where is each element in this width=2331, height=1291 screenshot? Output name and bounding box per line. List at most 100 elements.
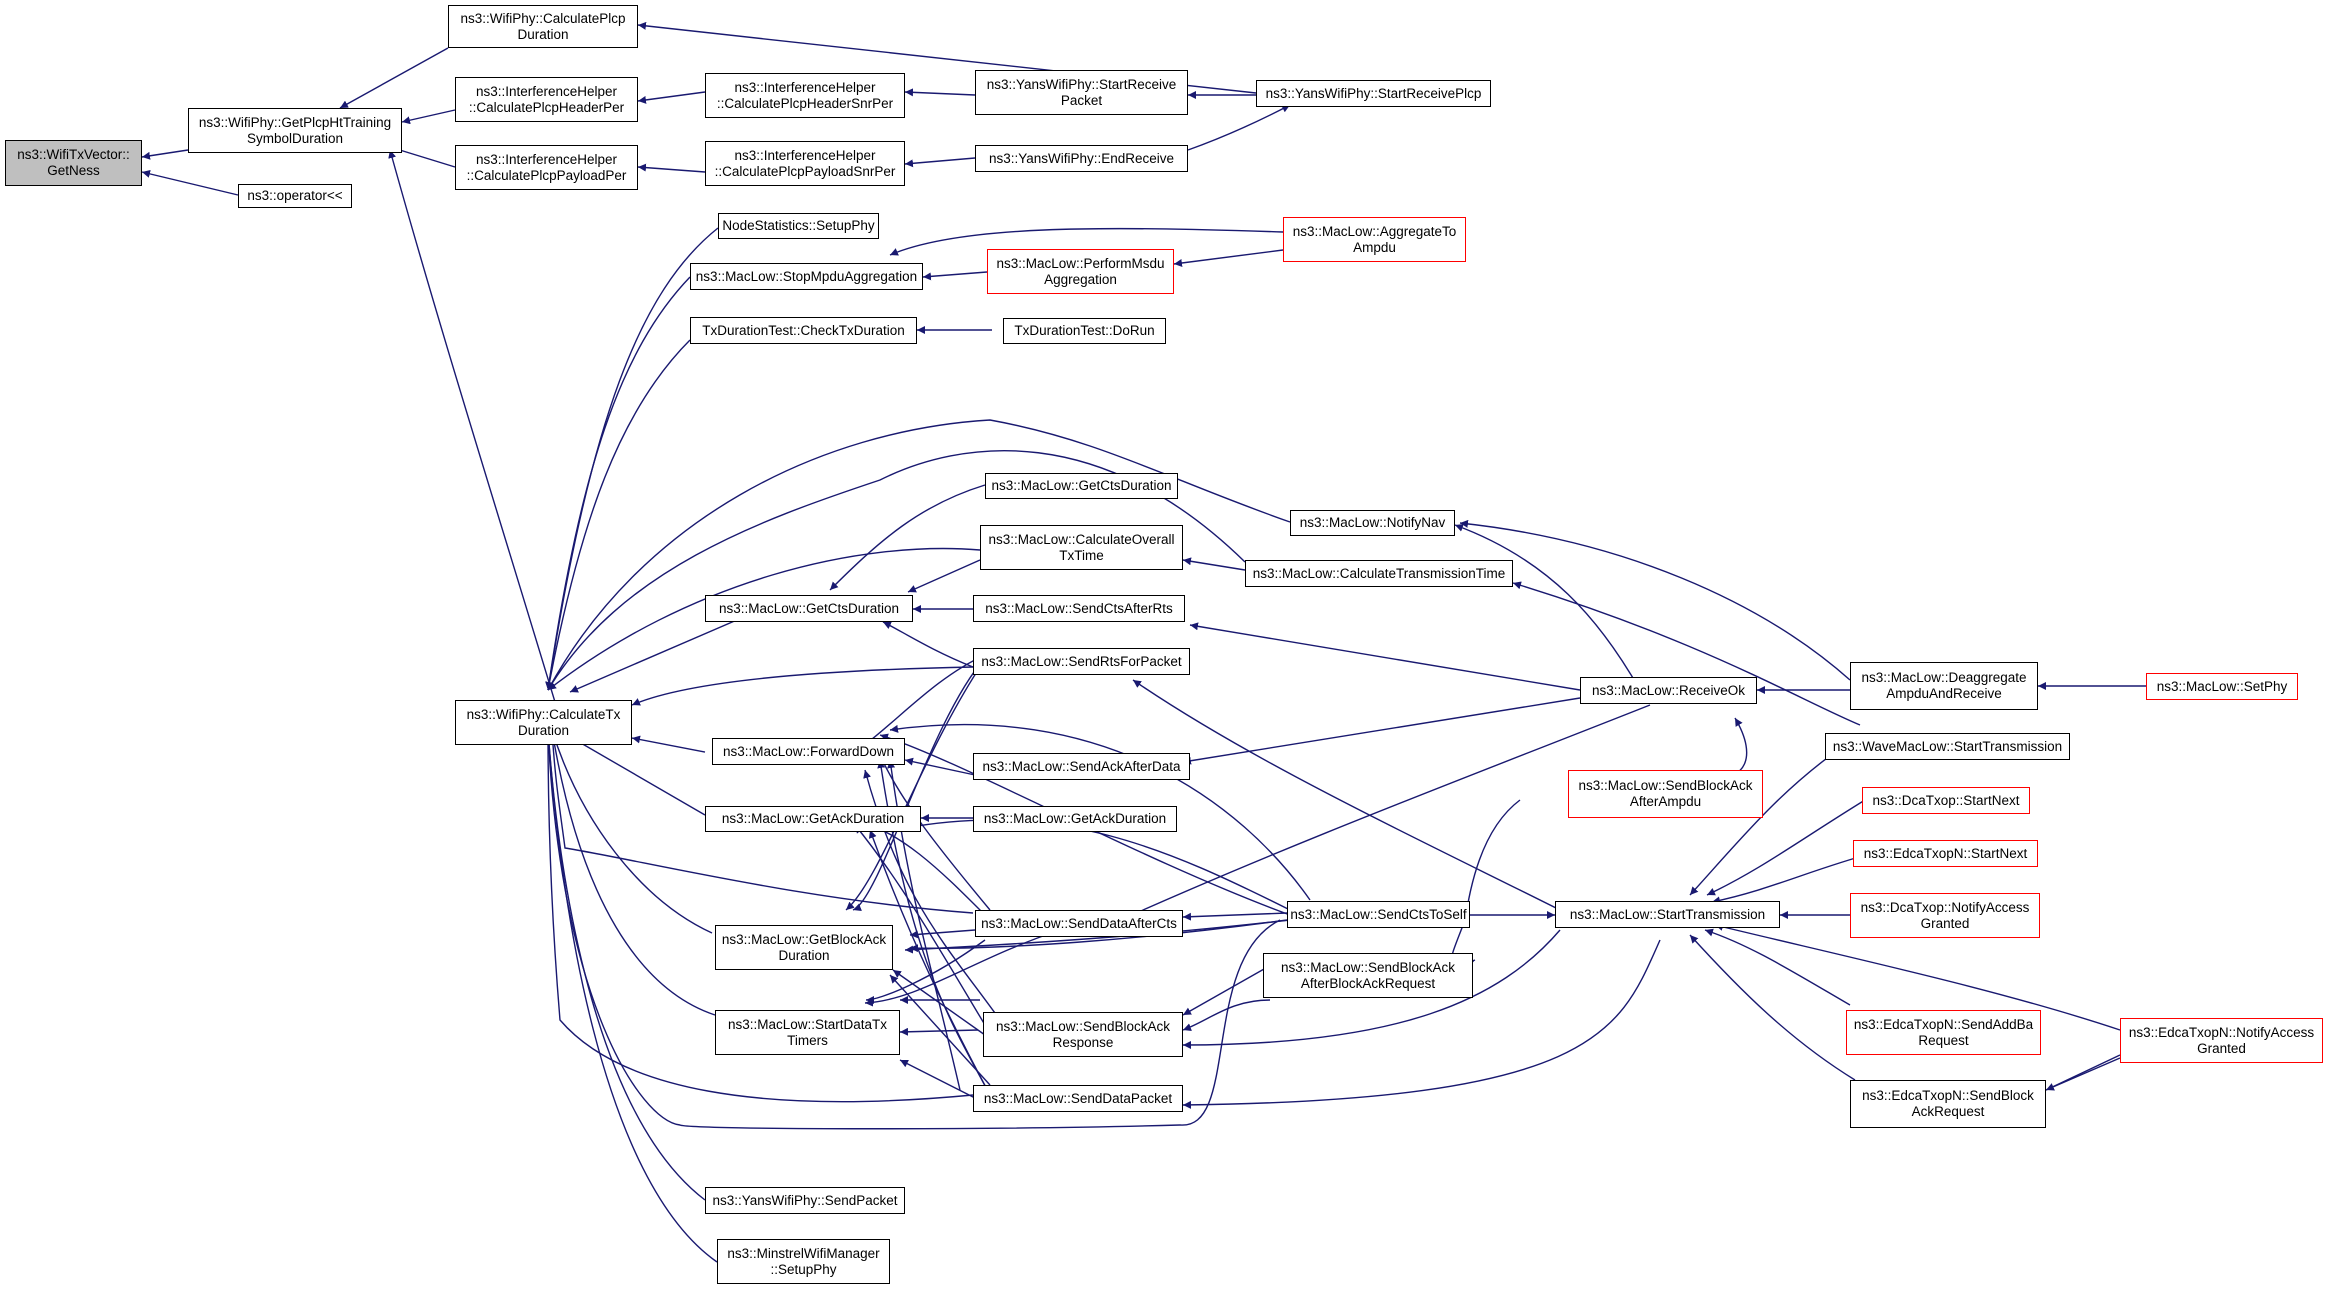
node-label-line: ns3::DcaTxop::NotifyAccess	[1860, 899, 2030, 915]
node-label-line: ns3::InterferenceHelper	[734, 147, 876, 163]
node-label-line: ns3::MacLow::SendDataPacket	[983, 1090, 1173, 1106]
node-setphy[interactable]: ns3::MacLow::SetPhy	[2146, 673, 2298, 700]
edge	[1182, 912, 1288, 921]
node-getcts-b[interactable]: ns3::MacLow::GetCtsDuration	[705, 595, 913, 622]
edge	[1173, 249, 1284, 267]
node-label-line: SymbolDuration	[246, 130, 344, 146]
edge	[889, 974, 991, 1086]
node-wavestart[interactable]: ns3::WaveMacLow::StartTransmission	[1825, 733, 2070, 760]
node-ih-payload[interactable]: ns3::InterferenceHelper::CalculatePlcpPa…	[455, 145, 638, 190]
edge	[1689, 934, 1856, 1081]
node-label-line: Ampdu	[1353, 239, 1396, 255]
edge	[1182, 697, 1581, 765]
edge	[854, 824, 986, 1026]
node-sendctsafterrts[interactable]: ns3::MacLow::SendCtsAfterRts	[973, 595, 1185, 622]
node-label-line: Duration	[517, 722, 570, 738]
node-label-line: ns3::MacLow::StartDataTx	[727, 1016, 888, 1032]
edge	[141, 149, 189, 160]
node-label-line: ns3::EdcaTxopN::SendAddBa	[1853, 1016, 2034, 1032]
edge	[845, 669, 979, 911]
node-nodestat[interactable]: NodeStatistics::SetupPhy	[718, 213, 879, 239]
node-ih-headersnr[interactable]: ns3::InterferenceHelper::CalculatePlcpHe…	[705, 73, 905, 118]
node-getack-b[interactable]: ns3::MacLow::GetAckDuration	[973, 806, 1177, 832]
node-dorun[interactable]: TxDurationTest::DoRun	[1003, 318, 1166, 344]
edge	[1182, 999, 1271, 1031]
node-checktx[interactable]: TxDurationTest::CheckTxDuration	[690, 317, 917, 344]
node-starttrans[interactable]: ns3::MacLow::StartTransmission	[1555, 901, 1780, 928]
edge	[1124, 704, 1651, 919]
edge	[141, 169, 239, 196]
node-dcastartnext[interactable]: ns3::DcaTxop::StartNext	[1862, 787, 2030, 814]
edge	[545, 276, 691, 691]
node-label-line: ::CalculatePlcpPayloadSnrPer	[714, 163, 896, 179]
node-getcts-a[interactable]: ns3::MacLow::GetCtsDuration	[985, 473, 1178, 499]
node-label-line: Granted	[2197, 1040, 2246, 1056]
node-label-line: Duration	[517, 26, 569, 42]
edge	[1182, 557, 1246, 571]
edge	[548, 729, 974, 914]
node-label-line: ns3::MacLow::GetCtsDuration	[991, 478, 1172, 493]
node-label-line: ns3::MacLow::CalculateOverall	[988, 531, 1175, 547]
edge	[909, 919, 1288, 953]
node-sendctstoself[interactable]: ns3::MacLow::SendCtsToSelf	[1287, 901, 1470, 928]
edge	[388, 149, 556, 703]
node-label-line: ns3::MacLow::SendAckAfterData	[982, 758, 1181, 774]
node-minstrel[interactable]: ns3::MinstrelWifiManager::SetupPhy	[717, 1239, 890, 1284]
edge	[547, 450, 1246, 691]
node-forwarddown[interactable]: ns3::MacLow::ForwardDown	[712, 738, 905, 765]
node-label-line: ns3::MacLow::SendRtsForPacket	[981, 653, 1182, 669]
node-label-line: Timers	[787, 1032, 828, 1048]
node-sendackafterdata[interactable]: ns3::MacLow::SendAckAfterData	[973, 753, 1190, 780]
node-senddataaftercts[interactable]: ns3::MacLow::SendDataAfterCts	[975, 910, 1183, 937]
edge	[1704, 928, 1851, 1006]
node-getness[interactable]: ns3::WifiTxVector::GetNess	[5, 140, 142, 186]
node-calctranstime[interactable]: ns3::MacLow::CalculateTransmissionTime	[1245, 560, 1513, 587]
node-operator[interactable]: ns3::operator<<	[238, 184, 352, 208]
node-label-line: ns3::operator<<	[247, 188, 343, 203]
node-sendrts[interactable]: ns3::MacLow::SendRtsForPacket	[973, 648, 1190, 675]
node-label-line: TxTime	[1059, 547, 1104, 563]
node-label-line: ns3::MacLow::GetBlockAck	[721, 931, 887, 947]
edge	[637, 91, 706, 104]
node-label-line: ns3::MacLow::SendCtsAfterRts	[985, 600, 1173, 616]
edge	[339, 47, 449, 109]
edge	[922, 271, 988, 281]
node-label-line: Granted	[1920, 915, 1970, 931]
node-ih-payloadsnr[interactable]: ns3::InterferenceHelper::CalculatePlcpPa…	[705, 141, 905, 186]
node-ih-header[interactable]: ns3::InterferenceHelper::CalculatePlcpHe…	[455, 77, 638, 122]
node-label-line: ns3::MacLow::SendDataAfterCts	[981, 915, 1177, 931]
node-stopmpdu[interactable]: ns3::MacLow::StopMpduAggregation	[690, 263, 923, 290]
node-label-line: ns3::YansWifiPhy::StartReceive	[986, 76, 1177, 92]
node-senddatapacket[interactable]: ns3::MacLow::SendDataPacket	[973, 1085, 1183, 1112]
edge	[544, 729, 1281, 1130]
node-notifynav[interactable]: ns3::MacLow::NotifyNav	[1290, 510, 1455, 536]
node-label-line: AfterAmpdu	[1629, 794, 1702, 809]
node-label-line: Aggregation	[1044, 271, 1117, 287]
node-label-line: ns3::MacLow::Deaggregate	[1861, 670, 2027, 685]
node-edcastartnext[interactable]: ns3::EdcaTxopN::StartNext	[1853, 840, 2038, 867]
node-label-line: ns3::WifiTxVector::	[17, 147, 130, 162]
node-yans-end[interactable]: ns3::YansWifiPhy::EndReceive	[975, 145, 1188, 172]
node-yans-srplcp[interactable]: ns3::YansWifiPhy::StartReceivePlcp	[1256, 80, 1491, 107]
node-receiveok[interactable]: ns3::MacLow::ReceiveOk	[1580, 677, 1757, 704]
node-yanssend[interactable]: ns3::YansWifiPhy::SendPacket	[705, 1187, 905, 1214]
node-label-line: Response	[1052, 1034, 1114, 1050]
node-getack-a[interactable]: ns3::MacLow::GetAckDuration	[705, 806, 921, 832]
